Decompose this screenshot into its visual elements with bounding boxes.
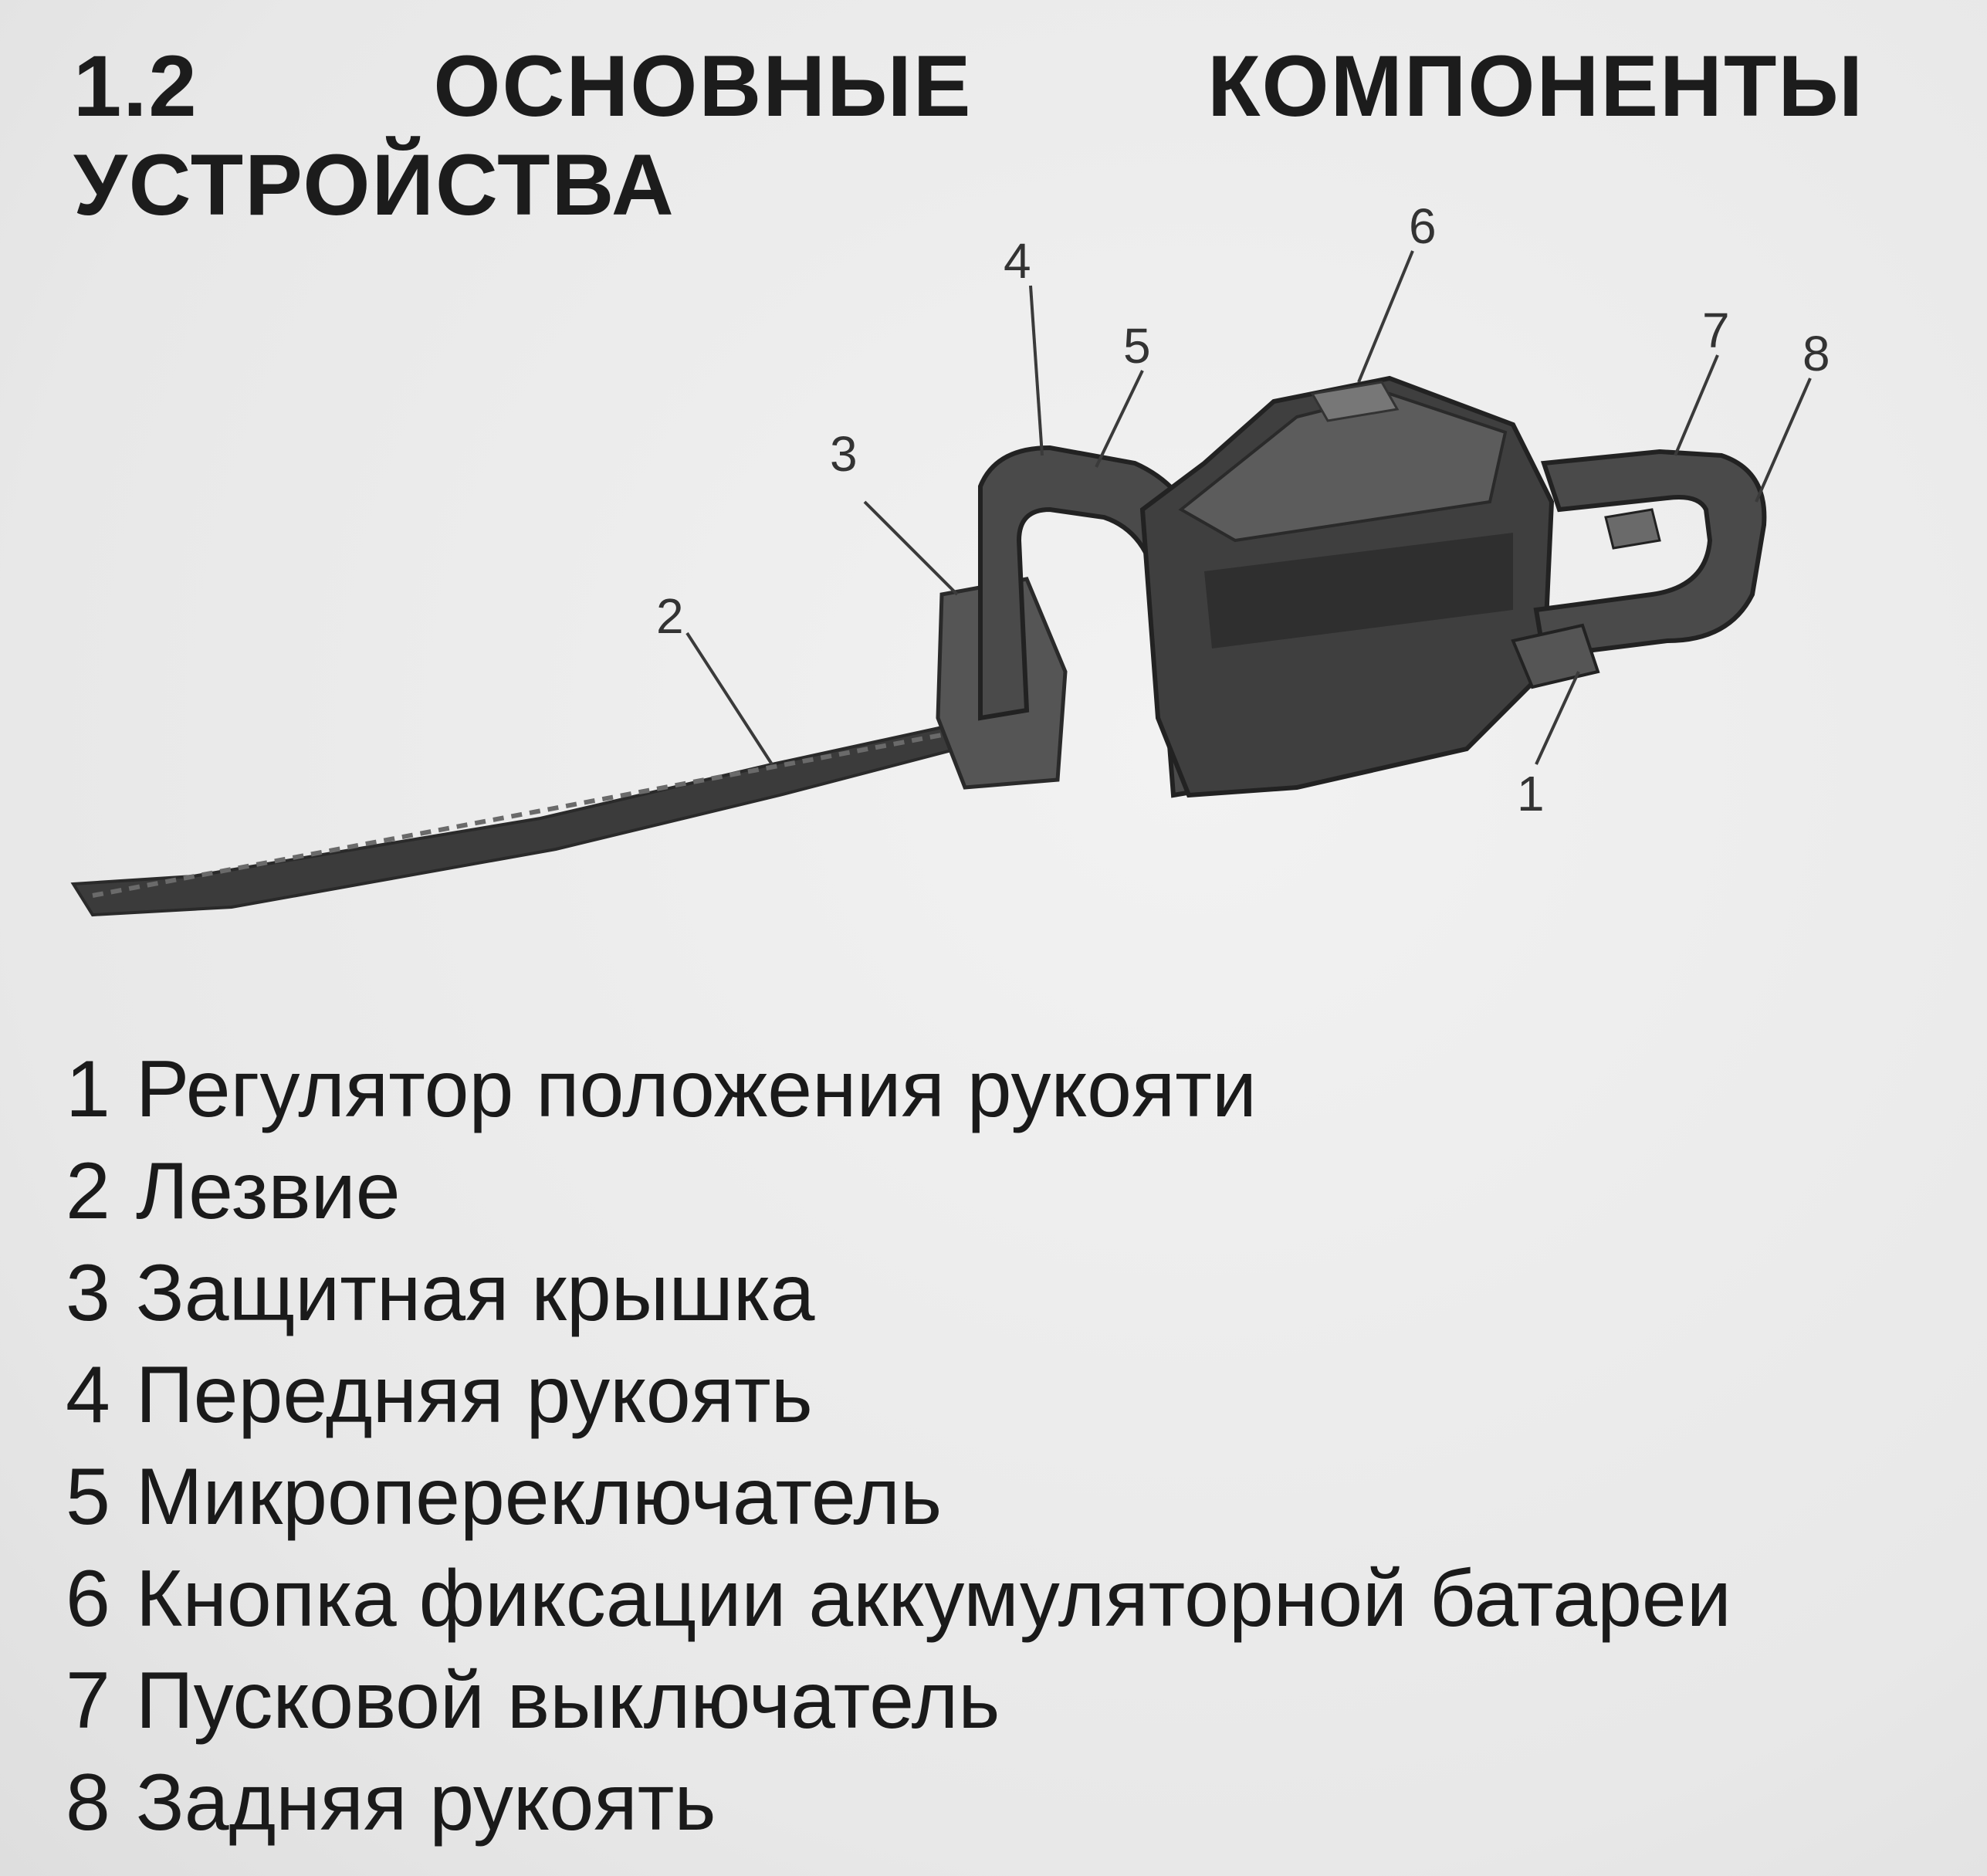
callout-7: 7 xyxy=(1702,303,1730,358)
callout-lines xyxy=(685,250,1812,766)
hedge-trimmer-icon: 1 2 3 4 5 6 7 8 xyxy=(70,198,1830,917)
handle-regulator-drawing xyxy=(1511,623,1600,689)
legend-item: 7 Пусковой выключатель xyxy=(66,1656,1000,1746)
callout-4: 4 xyxy=(1004,233,1031,289)
callout-1: 1 xyxy=(1517,766,1545,821)
callout-3: 3 xyxy=(830,426,858,482)
motor-housing-drawing xyxy=(1139,375,1555,798)
legend-item: 8 Задняя рукоять xyxy=(66,1758,716,1847)
section-title-word-1: ОСНОВНЫЕ xyxy=(433,38,973,134)
blade-drawing xyxy=(70,723,960,917)
section-heading: 1.2 ОСНОВНЫЕ КОМПОНЕНТЫ УСТРОЙСТВА xyxy=(73,37,1864,235)
legend-item: 2 Лезвие xyxy=(66,1146,401,1236)
rear-handle-drawing xyxy=(1533,449,1767,659)
legend-item: 5 Микропереключатель xyxy=(66,1452,943,1542)
callout-6: 6 xyxy=(1409,198,1437,254)
legend-item: 4 Передняя рукоять xyxy=(66,1350,813,1440)
legend-item: 3 Защитная крышка xyxy=(66,1248,815,1338)
section-number: 1.2 xyxy=(73,38,198,134)
callout-8: 8 xyxy=(1803,326,1830,381)
section-title-line-2: УСТРОЙСТВА xyxy=(73,137,675,233)
legend-item: 1 Регулятор положения рукояти xyxy=(66,1045,1257,1134)
callout-2: 2 xyxy=(656,588,684,644)
components-legend: 1 Регулятор положения рукояти 2 Лезвие 3… xyxy=(66,1038,1934,1854)
legend-item: 6 Кнопка фиксации аккумуляторной батареи xyxy=(66,1554,1731,1644)
section-title-word-2: КОМПОНЕНТЫ xyxy=(1207,38,1864,134)
callout-5: 5 xyxy=(1123,318,1151,374)
